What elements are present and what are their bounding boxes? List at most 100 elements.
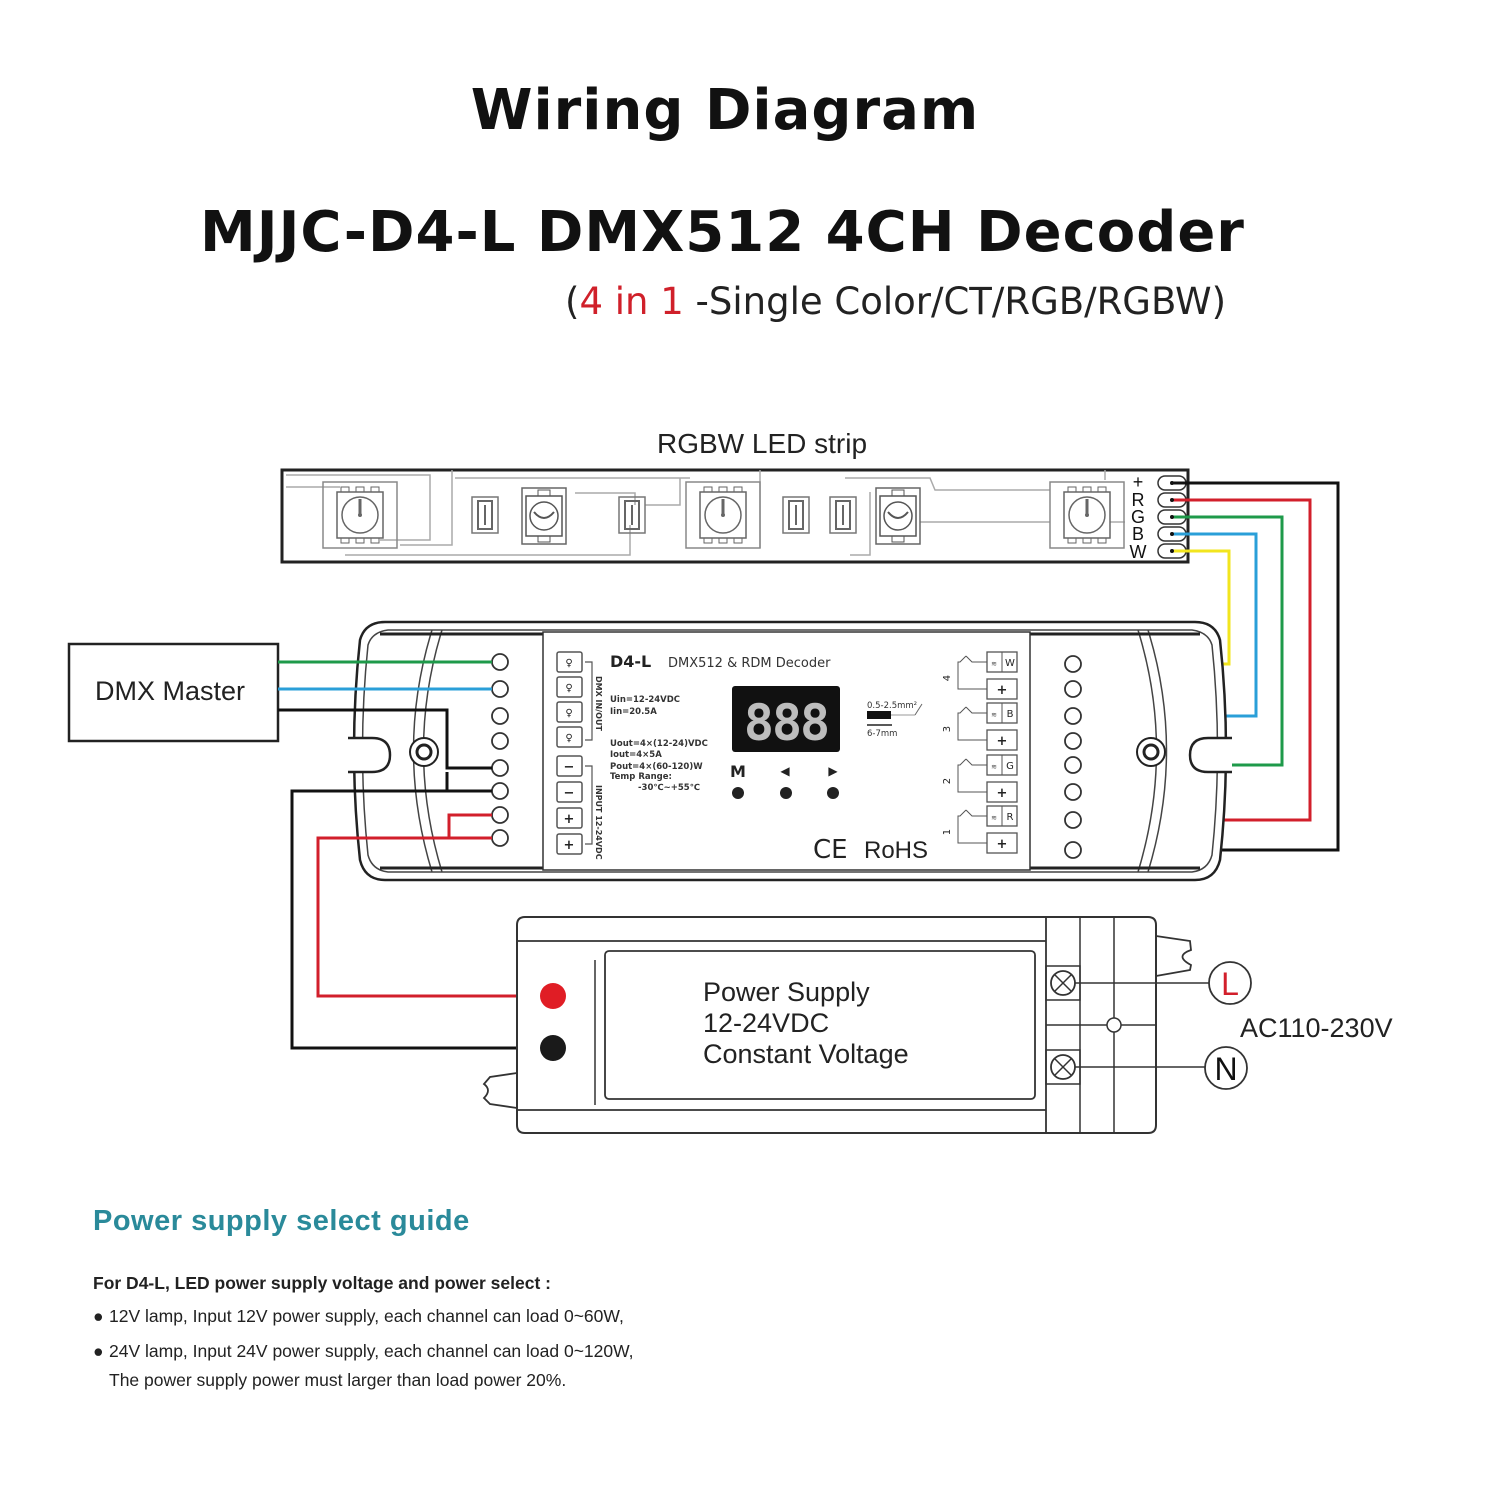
strip-pin-plus-label: + [1133,472,1144,492]
guide-item-text: 12V lamp, Input 12V power supply, each c… [109,1306,624,1326]
output-terminal[interactable] [1064,655,1082,673]
input-terminal-label: − [564,760,575,775]
psu-positive-bridge [447,813,492,838]
strip-pin-b-label: B [1132,524,1144,544]
dmx-terminal-icon: ♀ [565,683,572,694]
power-supply: Power Supply 12-24VDC Constant Voltage [482,916,1193,1134]
psu-positive-output[interactable] [540,983,566,1009]
channel-terminal-label: B [1007,709,1014,720]
input-terminal [556,755,583,777]
dmx-out-terminal[interactable] [491,732,509,750]
dmx-terminal [556,701,583,723]
led-strip-label: RGBW LED strip [657,428,867,459]
resistor-icon: ≋ [991,814,997,822]
guide-item: ●24V lamp, Input 24V power supply, each … [93,1341,634,1362]
right-button[interactable] [827,787,839,799]
button-right-label: ▶ [828,764,838,778]
dmx-terminal-icon: ♀ [565,658,572,669]
terminal-screw-neutral-icon [1050,1054,1076,1080]
output-terminal[interactable] [1064,783,1082,801]
ce-mark: CE [813,835,848,865]
button-left-label: ◀ [780,764,790,778]
led-symbol-icon [957,706,987,741]
input-terminal [556,807,583,829]
psu-label-line1: Power Supply [703,977,870,1007]
psu-negative-wire [290,789,545,1050]
dmx-out-terminal[interactable] [491,707,509,725]
decoder-model: D4-L [610,652,651,671]
dmx-master-label: DMX Master [95,676,245,706]
led-symbol-icon [957,758,987,793]
input-terminal [556,781,583,803]
subtitle-rest: -Single Color/CT/RGB/RGBW) [683,280,1227,323]
spec-temp-label: Temp Range: [610,772,672,782]
bullet-icon: ● [93,1341,104,1361]
mounting-slot-left [348,736,392,774]
power-in-terminal[interactable] [491,759,509,777]
rohs-mark: RoHS [864,837,928,864]
spec-temp-value: -30℃~+55℃ [638,783,700,793]
terminal-screw-live-icon [1050,970,1076,996]
neutral-label: N [1214,1051,1237,1087]
dmx-in-terminal[interactable] [491,680,509,698]
strip-pin-w-label: W [1130,542,1147,562]
output-terminal[interactable] [1064,841,1082,859]
input-voltage-label: INPUT 12-24VDC [594,785,603,860]
mode-button[interactable] [732,787,744,799]
left-button[interactable] [780,787,792,799]
channel-1-block: +R≋1 [942,805,1018,854]
guide-item-text: 24V lamp, Input 24V power supply, each c… [109,1341,634,1361]
dmx-in-terminal[interactable] [491,653,509,671]
ac-voltage-label: AC110-230V [1240,1013,1393,1043]
channel-3-block: +B≋3 [942,702,1018,751]
dmx-wire-ground [278,708,492,770]
resistor-icon: ≋ [991,763,997,771]
bullet-icon: ● [93,1306,104,1326]
subtitle-open-paren: ( [565,280,580,323]
seven-segment-display [732,686,840,752]
channel-4-block: +W≋4 [942,651,1018,700]
wire-strip-icon [867,711,891,719]
diagram-title: Wiring Diagram [470,78,980,143]
input-terminal-label: + [564,838,575,853]
subtitle-accent: 4 in 1 [579,280,684,323]
output-terminal[interactable] [1064,756,1082,774]
strip-pin-g-label: G [1131,507,1145,527]
channel-2-block: +G≋2 [942,754,1018,803]
channel-number: 2 [942,778,953,784]
guide-lead: For D4-L, LED power supply voltage and p… [93,1273,551,1293]
channel-number: 3 [942,726,953,732]
neutral-terminal-icon [1204,1046,1248,1090]
output-terminal[interactable] [1064,680,1082,698]
power-supply-guide: Power supply select guide For D4-L, LED … [93,1205,634,1391]
dmx-terminal [556,726,583,748]
channel-plus-label: + [997,734,1008,749]
power-in-terminal[interactable] [491,829,509,847]
output-terminal[interactable] [1064,811,1082,829]
psu-negative-output[interactable] [540,1035,566,1061]
channel-terminal-label: W [1005,658,1015,669]
guide-item: ●12V lamp, Input 12V power supply, each … [93,1306,634,1327]
dmx-terminal [556,676,583,698]
power-in-terminal[interactable] [491,782,509,800]
strip-pin-r-label: R [1132,490,1145,510]
output-terminal[interactable] [1064,707,1082,725]
spec-uin: Uin=12-24VDC [610,695,680,705]
output-terminal[interactable] [1064,732,1082,750]
channel-number: 1 [942,829,953,835]
psu-label-line3: Constant Voltage [703,1039,909,1069]
input-terminal-label: + [564,812,575,827]
screw-icon-right [1136,737,1166,767]
decoder-unit: ♀ ♀ ♀ ♀ − − + + DMX IN/OUT INPUT 12-24VD… [348,620,1232,882]
wire-cross-section: 0.5-2.5mm² [867,701,917,711]
power-in-terminal[interactable] [491,806,509,824]
spec-pout: Pout=4×(60-120)W [610,762,703,772]
led-symbol-icon [957,809,987,844]
product-subtitle: (4 in 1 -Single Color/CT/RGB/RGBW) [565,280,1226,323]
input-terminal-label: − [564,786,575,801]
resistor-icon: ≋ [991,660,997,668]
live-terminal-icon [1208,961,1252,1005]
screw-icon-left [409,737,439,767]
button-mode-label: M [730,762,746,781]
